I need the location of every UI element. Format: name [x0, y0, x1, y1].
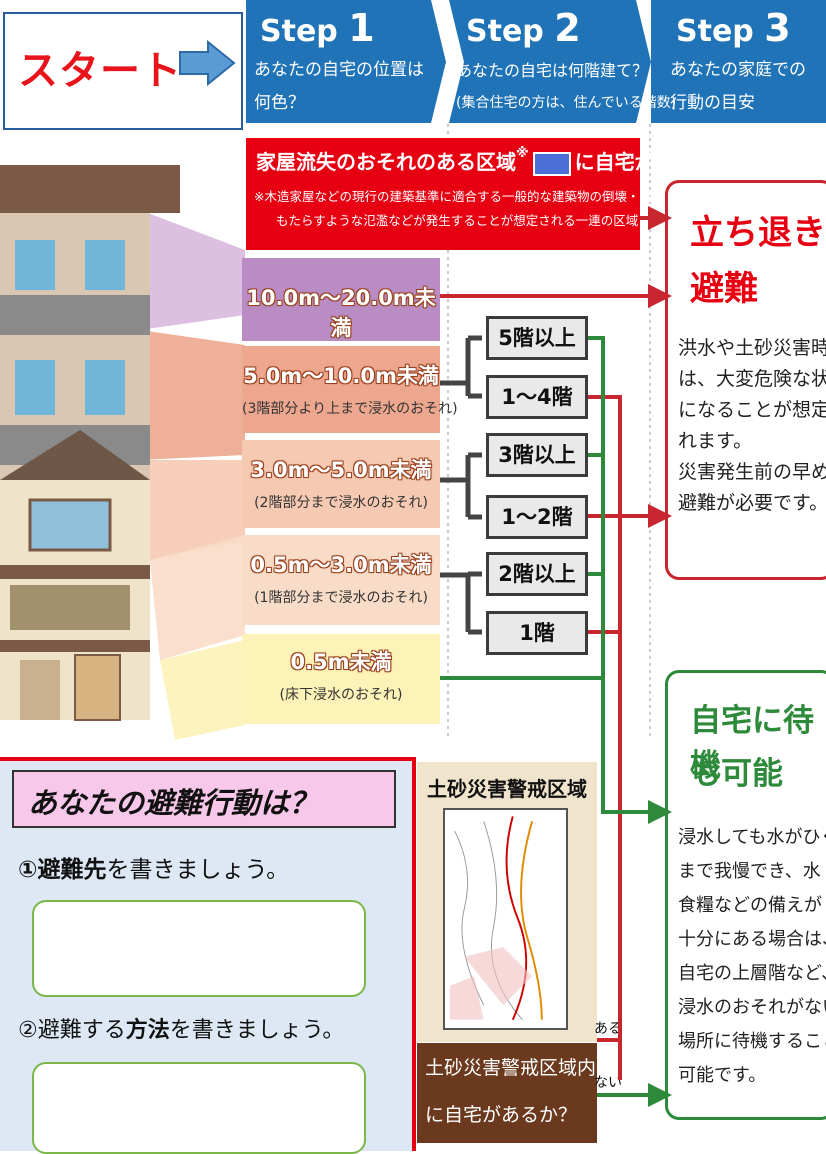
- result-evacuate: 立ち退き 避難 洪水や土砂災害時に は、大変危険な状況 になることが想定さ れま…: [665, 180, 826, 580]
- evacuation-destination-input[interactable]: [32, 900, 366, 997]
- building-illustration: [0, 165, 245, 740]
- band-3-5m: 3.0m～5.0m未満 (2階部分まで浸水のおそれ): [242, 440, 440, 528]
- floor-5-plus: 5階以上: [486, 316, 588, 360]
- band-under-05m: 0.5m未満 (床下浸水のおそれ): [242, 634, 440, 724]
- step3: Step 3 あなたの家庭での行動の目安: [670, 6, 806, 113]
- zone-color-swatch-icon: [532, 151, 571, 176]
- start-arrow-icon: [179, 40, 236, 86]
- result-stay: 自宅に待機 も可能 浸水しても水がひく まで我慢でき、水・ 食糧などの備えが 十…: [665, 670, 826, 1120]
- red-zone-note-1: ※木造家屋などの現行の建築基準に適合する一般的な建築物の倒壊・流失を: [254, 189, 677, 204]
- evacuation-method-input[interactable]: [32, 1062, 366, 1154]
- hazard-no-label: ない: [594, 1075, 622, 1091]
- band-5-10m: 5.0m～10.0m未満 (3階部分より上まで浸水のおそれ): [242, 346, 458, 433]
- step1: Step 1 あなたの自宅の位置は何色？: [254, 6, 424, 113]
- hazard-title: 土砂災害警戒区域: [427, 777, 587, 801]
- worksheet-question-2: ②避難する方法を書きましょう。: [18, 1018, 345, 1043]
- result-stay-body: 浸水しても水がひく まで我慢でき、水・ 食糧などの備えが 十分にある場合は、 自…: [678, 827, 826, 1086]
- floor-1-2: 1～2階: [486, 495, 588, 539]
- start-label: スタート: [18, 48, 182, 94]
- result-evacuate-title-2: 避難: [690, 269, 758, 309]
- step2-bg: [449, 0, 651, 123]
- worksheet-question-1: ①避難先を書きましょう。: [18, 857, 290, 883]
- result-stay-title-2: も可能: [690, 756, 783, 792]
- step3-bg: [651, 0, 826, 123]
- red-zone-title: 家屋流失のおそれのある区域※に自宅がある: [256, 146, 695, 176]
- red-zone-note-2: もたらすような氾濫などが発生することが想定される一連の区域: [276, 213, 639, 228]
- hazard-question: 土砂災害警戒区域内 に自宅があるか？: [417, 1043, 597, 1143]
- step1-bg: [246, 0, 446, 123]
- worksheet-title: あなたの避難行動は？: [28, 786, 319, 820]
- floor-1-4: 1～4階: [486, 375, 588, 419]
- result-evacuate-title-1: 立ち退き: [690, 213, 826, 253]
- step-banner: [246, 0, 826, 123]
- band-10-20m: 10.0m～20.0m未満: [242, 258, 440, 341]
- worksheet-title-box: [12, 770, 396, 828]
- result-evacuate-body: 洪水や土砂災害時に は、大変危険な状況 になることが想定さ れます。 災害発生前…: [678, 337, 826, 514]
- red-zone-banner: 家屋流失のおそれのある区域※に自宅がある ※木造家屋などの現行の建築基準に適合す…: [246, 138, 695, 250]
- result-stay-title-1: 自宅に待機: [690, 703, 814, 784]
- floor-2-plus: 2階以上: [486, 552, 588, 596]
- step2: Step 2 あなたの自宅は何階建て？(集合住宅の方は、住んでいる階数): [456, 6, 677, 111]
- band-05-3m: 0.5m～3.0m未満 (1階部分まで浸水のおそれ): [242, 535, 440, 625]
- hazard-yes-label: ある: [594, 1021, 622, 1037]
- hazard-map-image: [443, 808, 568, 1030]
- floor-3-plus: 3階以上: [486, 433, 588, 477]
- floor-1: 1階: [486, 611, 588, 655]
